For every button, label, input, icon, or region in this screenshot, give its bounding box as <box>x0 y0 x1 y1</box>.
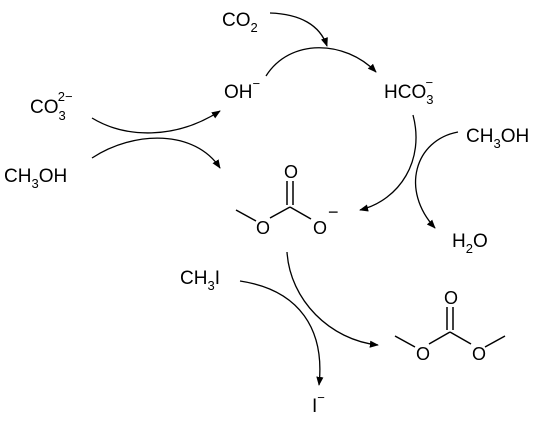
carbonate-label: CO32− <box>30 89 73 123</box>
bicarbonate-label: HCO3− <box>384 75 433 107</box>
arrow-methanol-to-water <box>414 131 459 229</box>
arrow-methyl-iodide-to-iodide <box>239 280 324 386</box>
methyl-carbonate-ether-o: O <box>256 218 270 238</box>
methyl-carbonate-anion-o: O <box>313 218 327 238</box>
dimethyl-carbonate-right-o: O <box>472 344 486 364</box>
arrow-methanol-to-methyl-carbonate <box>91 137 221 169</box>
methanol-left-label: CH3OH <box>4 166 67 191</box>
methyl-carbonate-carbonyl-o: O <box>284 162 298 182</box>
methyl-carbonate-structure: O O O − <box>235 162 339 238</box>
co2-label: CO2 <box>222 10 258 35</box>
methyl-carbonate-charge: − <box>328 202 339 222</box>
arrow-carbonate-to-hydroxide <box>91 110 221 134</box>
arrow-bicarbonate-to-methyl-carbonate <box>359 114 417 212</box>
arrow-methyl-carbonate-to-dmc <box>286 251 379 348</box>
dimethyl-carbonate-carbonyl-o: O <box>444 288 458 308</box>
hydroxide-label: OH− <box>224 76 260 103</box>
methyl-iodide-label: CH3I <box>180 268 220 293</box>
arrow-hydroxide-to-bicarbonate <box>265 47 377 77</box>
water-label: H2O <box>452 231 488 256</box>
dimethyl-carbonate-structure: O O O <box>394 288 506 364</box>
dimethyl-carbonate-left-o: O <box>416 344 430 364</box>
arrow-co2-to-bicarbonate <box>269 12 328 47</box>
iodide-label: I− <box>312 390 325 417</box>
methanol-right-label: CH3OH <box>466 126 529 151</box>
